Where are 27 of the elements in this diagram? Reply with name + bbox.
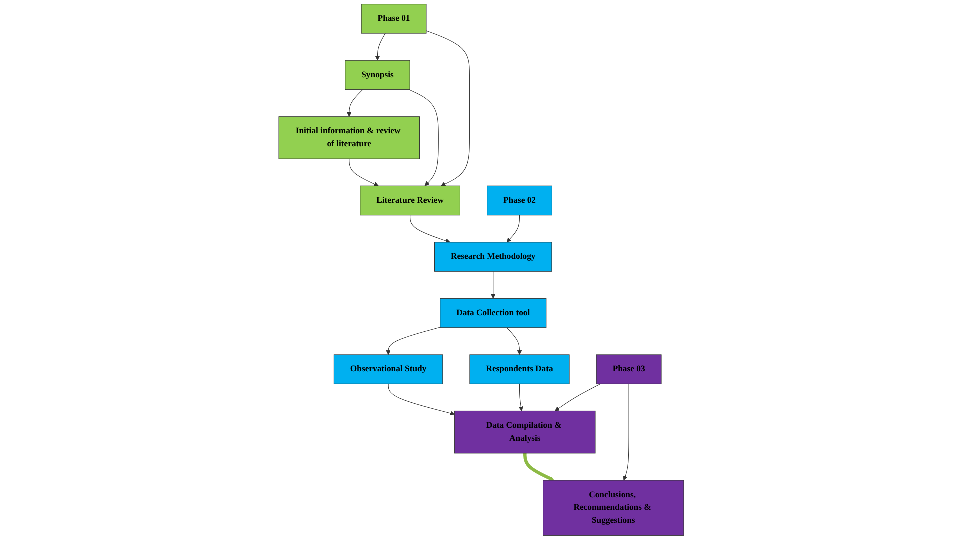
arrow xyxy=(524,453,554,482)
node-box: Research Methodology xyxy=(434,242,552,272)
arrow xyxy=(410,215,450,244)
node-box: Phase 01 xyxy=(361,4,427,34)
arrow xyxy=(426,30,470,186)
arrow xyxy=(506,328,522,356)
arrow xyxy=(347,90,364,118)
arrow xyxy=(623,384,630,481)
node-box: Phase 02 xyxy=(487,186,552,216)
arrow xyxy=(409,90,439,186)
node-box: Conclusions, Recommendations & Suggestions xyxy=(543,480,684,536)
arrow xyxy=(506,215,520,243)
node-box: Data Collection tool xyxy=(440,298,547,328)
arrow xyxy=(375,33,386,61)
arrow xyxy=(491,271,496,299)
node-box: Synopsis xyxy=(345,60,410,90)
arrow xyxy=(386,327,441,356)
arrow xyxy=(518,384,524,412)
node-box: Respondents Data xyxy=(470,354,570,384)
arrow xyxy=(388,384,456,416)
node-box: Literature Review xyxy=(360,186,460,216)
node-box: Data Compilation & Analysis xyxy=(454,410,596,454)
arrow xyxy=(554,384,601,412)
node-box: Phase 03 xyxy=(596,354,662,384)
node-box: Observational Study xyxy=(334,354,444,384)
arrow xyxy=(349,158,379,186)
node-box: Initial information & review of literature xyxy=(278,116,420,160)
